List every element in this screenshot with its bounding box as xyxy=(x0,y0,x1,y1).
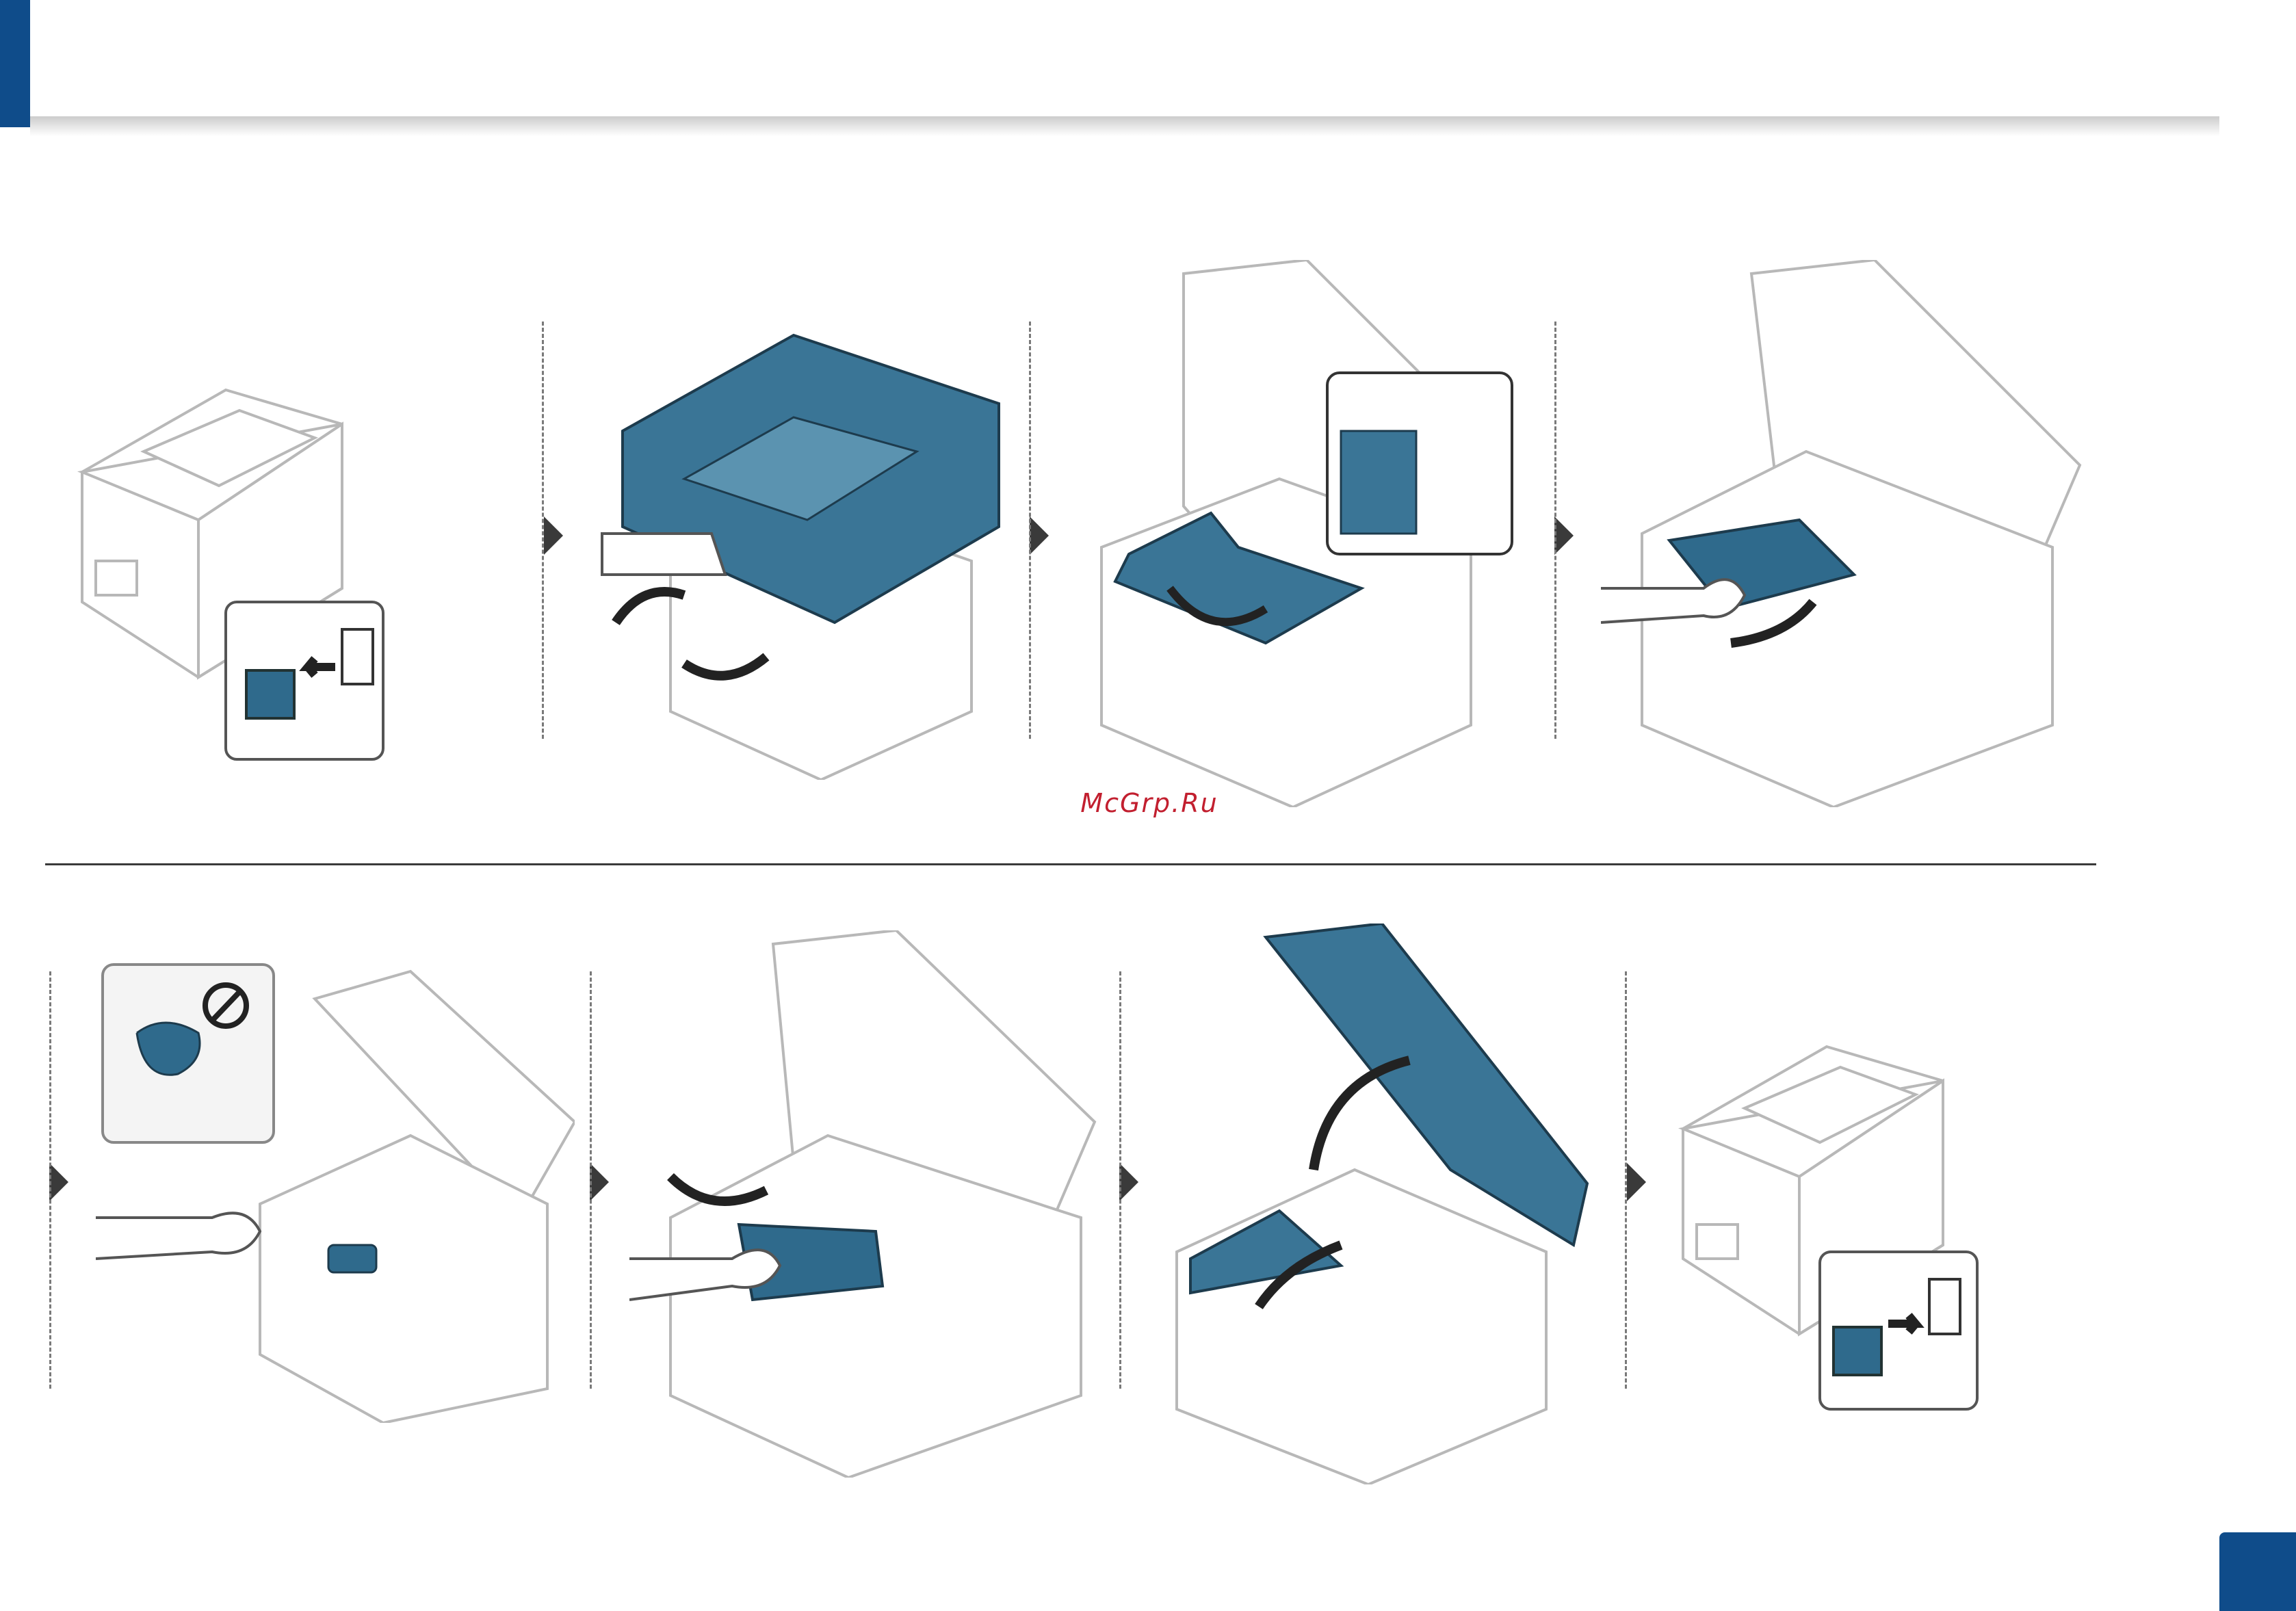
step-arrow xyxy=(49,1163,68,1201)
step-divider xyxy=(1625,971,1627,1389)
step-arrow xyxy=(544,516,563,555)
row-divider xyxy=(45,863,2096,865)
step-divider xyxy=(1029,322,1031,739)
step-divider xyxy=(49,971,51,1389)
step-divider xyxy=(1119,971,1121,1389)
step-divider xyxy=(542,322,544,739)
wipe-with-dry-cloth-icon xyxy=(96,958,575,1423)
step-8-plug-in-illustration xyxy=(1669,999,2107,1437)
step-7-close-scan-unit-illustration xyxy=(1163,924,1601,1484)
section-tab xyxy=(0,0,30,127)
close-scan-unit-icon xyxy=(1163,924,1601,1484)
step-arrow xyxy=(590,1163,609,1201)
step-1-unplug-illustration xyxy=(68,342,506,780)
step-3-open-inner-cover-illustration xyxy=(1088,260,1526,807)
open-inner-cover-icon xyxy=(1088,260,1526,807)
header-rule xyxy=(30,116,2219,136)
lift-scan-unit-icon xyxy=(588,328,1026,780)
step-arrow xyxy=(1627,1163,1646,1201)
reinsert-toner-cartridge-icon xyxy=(629,930,1108,1478)
remove-toner-cartridge-icon xyxy=(1601,260,2093,807)
watermark: McGrp.Ru xyxy=(1026,788,1273,818)
step-4-remove-toner-illustration xyxy=(1601,260,2093,807)
plug-power-cord-icon xyxy=(1669,999,2107,1437)
step-6-reinsert-toner-illustration xyxy=(629,930,1108,1478)
step-5-wipe-illustration xyxy=(96,958,575,1423)
step-divider xyxy=(1554,322,1556,739)
step-arrow xyxy=(1554,516,1574,555)
unplug-power-cord-icon xyxy=(68,342,506,780)
step-arrow xyxy=(1030,516,1049,555)
step-divider xyxy=(590,971,592,1389)
step-2-lift-scan-unit-illustration xyxy=(588,328,1026,780)
step-arrow xyxy=(1119,1163,1138,1201)
page-badge xyxy=(2219,1532,2296,1611)
